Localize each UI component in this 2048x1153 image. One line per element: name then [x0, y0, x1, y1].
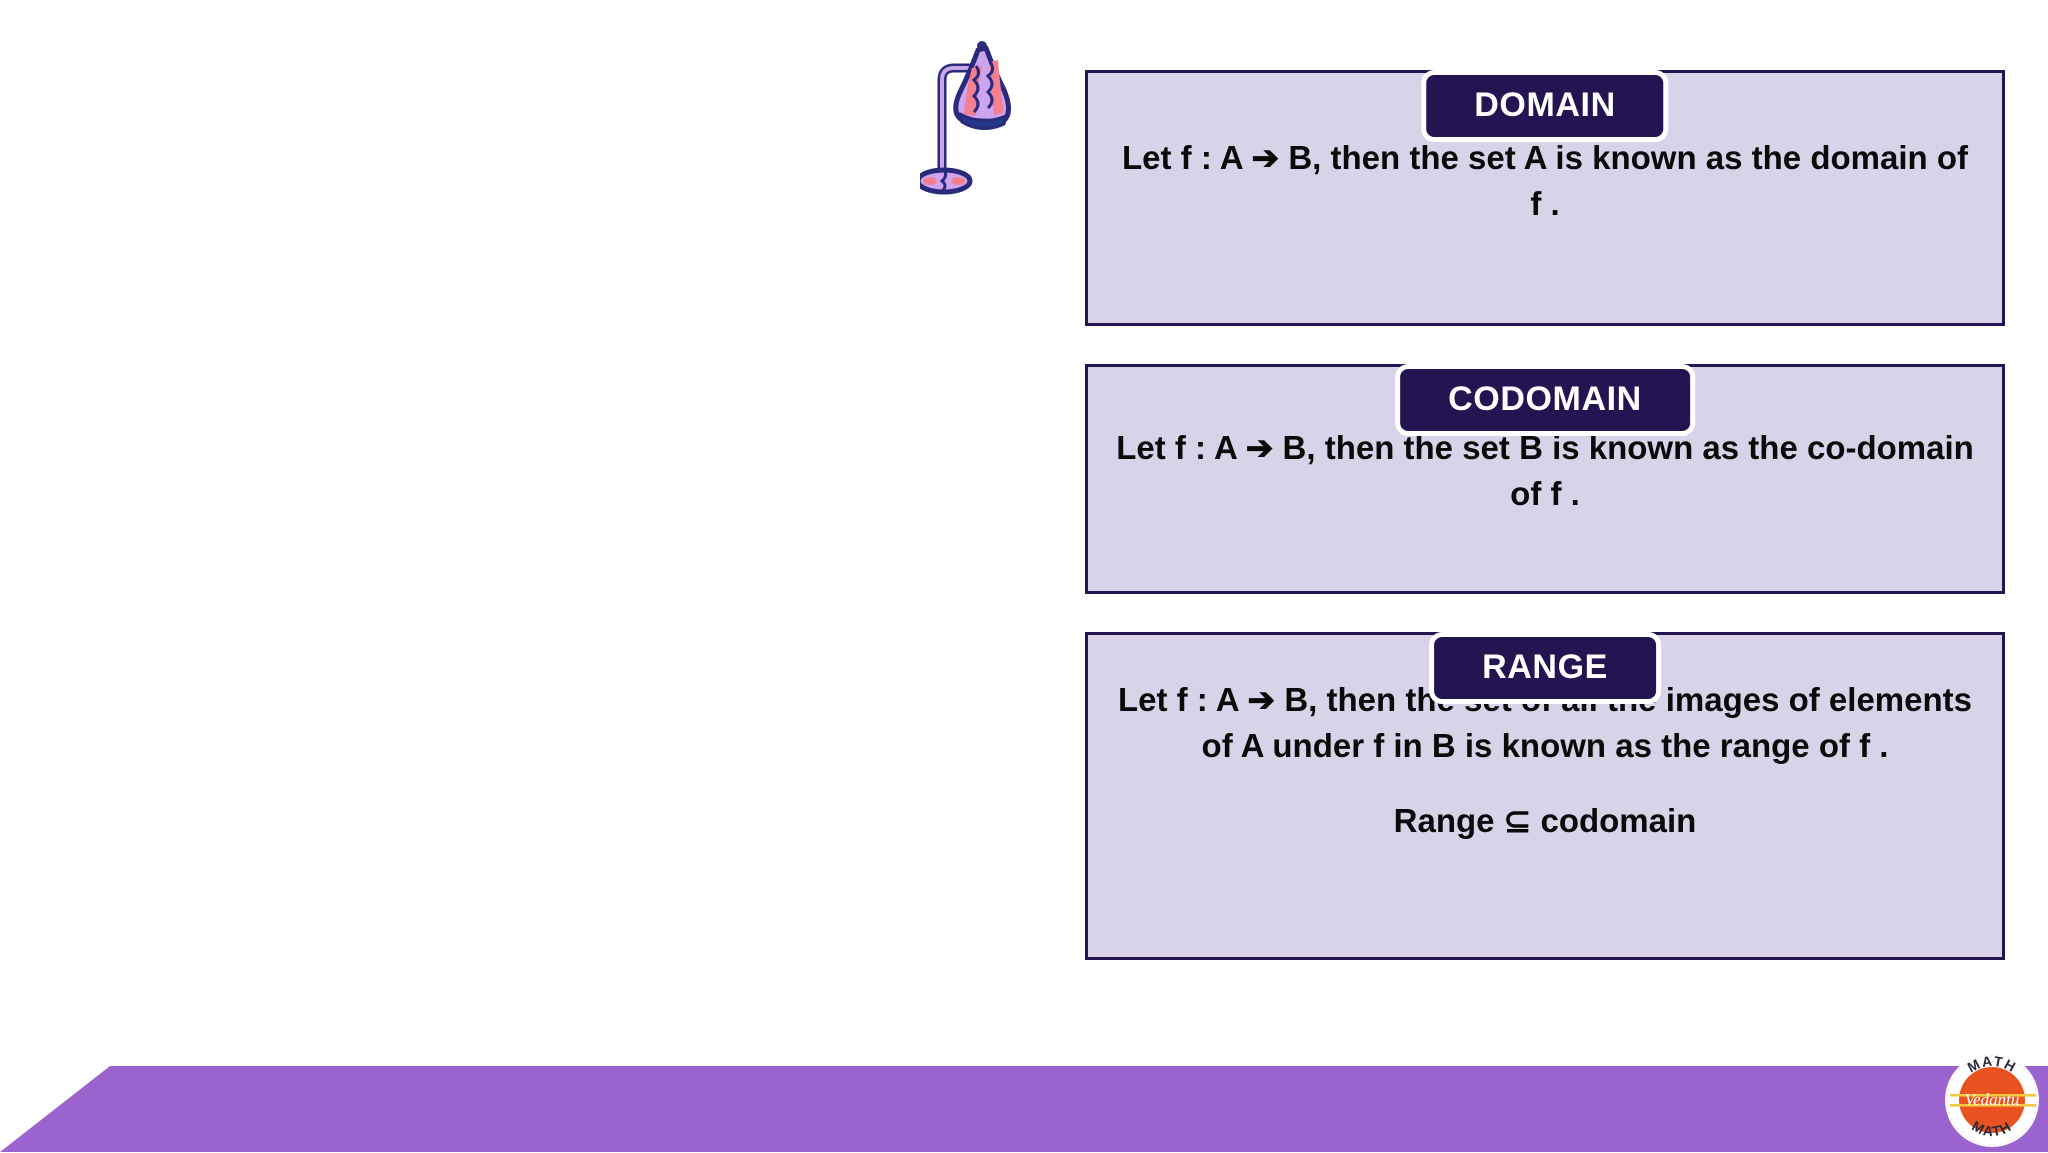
card-text-domain: Let f : A ➔ B, then the set A is known a… [1122, 139, 1968, 222]
card-badge-range: RANGE [1429, 632, 1661, 704]
logo-bottom-text: MATH [1969, 1117, 2013, 1139]
desk-lamp-illustration [915, 28, 1030, 198]
vedantu-logo-icon: MATH MATH Vedantu [1945, 1053, 2039, 1147]
concept-card-domain: DOMAIN Let f : A ➔ B, then the set A is … [1085, 70, 2005, 326]
concept-card-stack: DOMAIN Let f : A ➔ B, then the set A is … [1085, 44, 2005, 998]
svg-text:MATH: MATH [1969, 1117, 2014, 1139]
bottom-purple-banner [0, 1066, 2048, 1152]
vedantu-math-logo: MATH MATH Vedantu [1944, 1052, 2040, 1148]
concept-card-codomain: CODOMAIN Let f : A ➔ B, then the set B i… [1085, 364, 2005, 594]
card-badge-codomain: CODOMAIN [1395, 364, 1695, 436]
desk-lamp-icon [915, 41, 1011, 195]
card-text-codomain: Let f : A ➔ B, then the set B is known a… [1116, 429, 1974, 512]
card-text-range-subset: Range ⊆ codomain [1393, 802, 1697, 840]
card-badge-domain: DOMAIN [1421, 70, 1669, 142]
logo-brand-text: Vedantu [1965, 1090, 2020, 1109]
concept-card-range: RANGE Let f : A ➔ B, then the set of all… [1085, 632, 2005, 960]
